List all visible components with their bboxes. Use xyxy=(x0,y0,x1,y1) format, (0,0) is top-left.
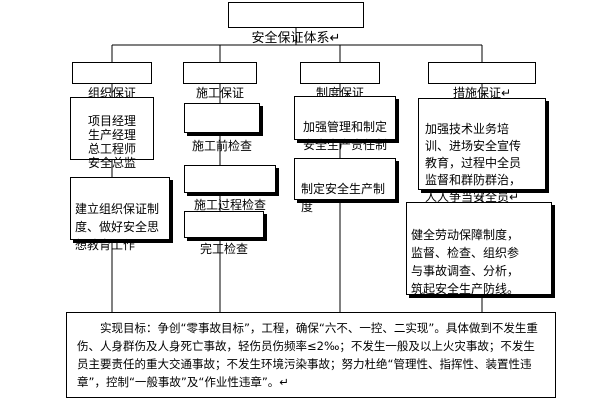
organization-system-box: 建立组织保证制 度、做好安全思 想教育工作 xyxy=(70,177,170,252)
organization-system-text: 建立组织保证制 度、做好安全思 想教育工作 xyxy=(75,202,160,252)
labor-protection-text: 健全劳动保障制度， 监督、检查、组织参 与事故调查、分析， 筑起安全生产防线。 xyxy=(411,228,520,296)
responsibility-text: 加强管理和制定 安全生产责任制 xyxy=(302,120,387,152)
completion-check-text: 完工检查 xyxy=(199,242,248,256)
completion-check-box: 完工检查 xyxy=(184,211,264,256)
header-construction: 施工保证 xyxy=(183,62,257,100)
header-organization-label: 组织保证 xyxy=(87,86,136,100)
header-construction-label: 施工保证 xyxy=(195,86,244,100)
header-measures-label: 措施保证↵ xyxy=(452,86,512,100)
header-measures: 措施保证↵ xyxy=(428,62,536,100)
training-box: 加强技术业务培 训、进场安全宣传 教育，过程中全员 监督和群防群治， 人人争当安… xyxy=(418,98,546,204)
goal-text: 实现目标：争创“零事故目标”，工程，确保“六不、一控、二实现”。具体做到不发生重… xyxy=(77,321,538,389)
header-organization: 组织保证 xyxy=(72,62,152,100)
title-box: 安全保证体系↵ xyxy=(228,2,364,46)
safety-regulation-text: 制定安全生产制 度 xyxy=(301,182,386,214)
responsibility-box: 加强管理和制定 安全生产责任制 xyxy=(294,96,396,152)
header-system: 制度保证 xyxy=(300,62,380,100)
personnel-box: 项目经理 生产经理 总工程师 安全总监 xyxy=(70,97,154,170)
goal-box: 实现目标：争创“零事故目标”，工程，确保“六不、一控、二实现”。具体做到不发生重… xyxy=(66,312,556,398)
safety-regulation-box: 制定安全生产制 度 xyxy=(294,158,396,214)
personnel-text: 项目经理 生产经理 总工程师 安全总监 xyxy=(87,114,136,170)
pre-construction-check-box: 施工前检查 xyxy=(184,103,260,153)
title-text: 安全保证体系↵ xyxy=(251,31,341,46)
in-process-check-text: 施工过程检查 xyxy=(193,198,266,212)
in-process-check-box: 施工过程检查 xyxy=(184,165,276,212)
labor-protection-box: 健全劳动保障制度， 监督、检查、组织参 与事故调查、分析， 筑起安全生产防线。 xyxy=(406,202,552,296)
pre-construction-check-text: 施工前检查 xyxy=(191,139,252,153)
training-text: 加强技术业务培 训、进场安全宣传 教育，过程中全员 监督和群防群治， 人人争当安… xyxy=(425,122,522,204)
